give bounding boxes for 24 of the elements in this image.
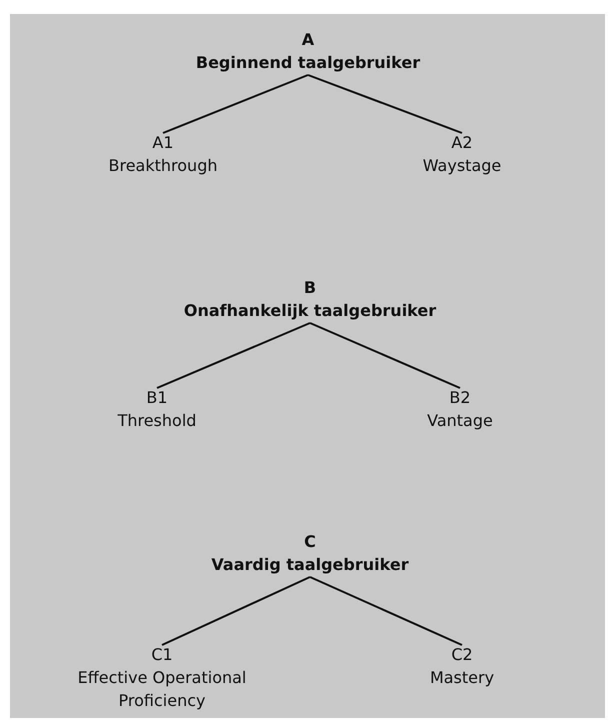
level-code: A2 <box>450 132 474 154</box>
level-name: Vantage <box>427 410 493 432</box>
connector-line <box>156 322 310 389</box>
connector-line <box>310 576 462 646</box>
level-letter: C <box>303 531 317 553</box>
level-name: Effective Operational Proficiency <box>76 667 248 712</box>
level-name: Breakthrough <box>108 155 218 177</box>
connector-line <box>308 74 462 134</box>
level-code: C1 <box>150 644 174 666</box>
level-name: Threshold <box>118 410 196 432</box>
level-name: Mastery <box>430 667 494 689</box>
level-code: B2 <box>448 387 472 409</box>
connector-line <box>162 74 308 134</box>
level-heading: Onafhankelijk taalgebruiker <box>184 300 436 322</box>
level-heading: Beginnend taalgebruiker <box>196 52 420 74</box>
level-code: A1 <box>151 132 175 154</box>
connector-line <box>162 576 310 646</box>
level-letter: B <box>302 277 318 299</box>
level-letter: A <box>300 29 316 51</box>
level-name: Waystage <box>422 155 502 177</box>
connector-line <box>310 322 460 389</box>
level-code: C2 <box>450 644 474 666</box>
level-code: B1 <box>145 387 169 409</box>
level-heading: Vaardig taalgebruiker <box>211 554 409 576</box>
